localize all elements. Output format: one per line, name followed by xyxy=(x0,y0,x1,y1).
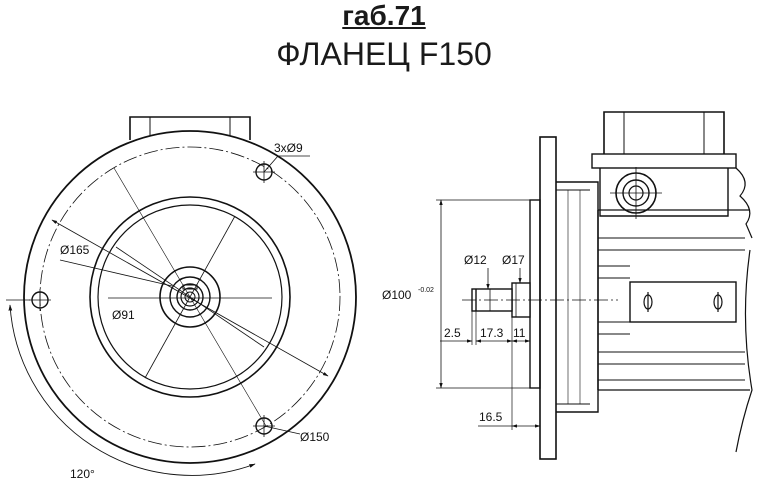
nameplate-screw-right xyxy=(713,292,723,312)
flange-plate xyxy=(539,136,557,460)
cooling-fins xyxy=(598,237,745,381)
pilot-spigot xyxy=(529,199,541,389)
side-view xyxy=(436,111,753,460)
terminal-box-outline xyxy=(129,116,251,140)
cable-gland xyxy=(610,167,662,219)
nameplate xyxy=(629,281,737,323)
pilot-tolerance-label: -0.02 xyxy=(418,287,434,294)
dim-16-5-label: 16.5 xyxy=(479,410,503,424)
front-view xyxy=(6,116,357,476)
dia-91-label: Ø91 xyxy=(112,308,135,322)
shoulder-dia-label: Ø17 xyxy=(502,253,525,267)
dim-2-5-label: 2.5 xyxy=(444,326,461,340)
dia-165-label: Ø165 xyxy=(60,243,90,257)
angle-label: 120° xyxy=(70,467,95,481)
dim-11-label: 11 xyxy=(513,326,526,340)
shaft-dia-label: Ø12 xyxy=(464,253,487,267)
flange-title: ФЛАНЕЦ F150 xyxy=(276,36,492,72)
nameplate-screw-left xyxy=(643,292,653,312)
pilot-dia-label: Ø100 xyxy=(382,288,412,302)
terminal-box-side xyxy=(603,111,725,154)
angle-arc xyxy=(8,304,256,476)
dia-150-label: Ø150 xyxy=(300,430,330,444)
frame-size-title: габ.71 xyxy=(342,0,426,31)
hole-callout-label: 3xØ9 xyxy=(274,141,303,155)
dim-17-3-label: 17.3 xyxy=(480,326,504,340)
